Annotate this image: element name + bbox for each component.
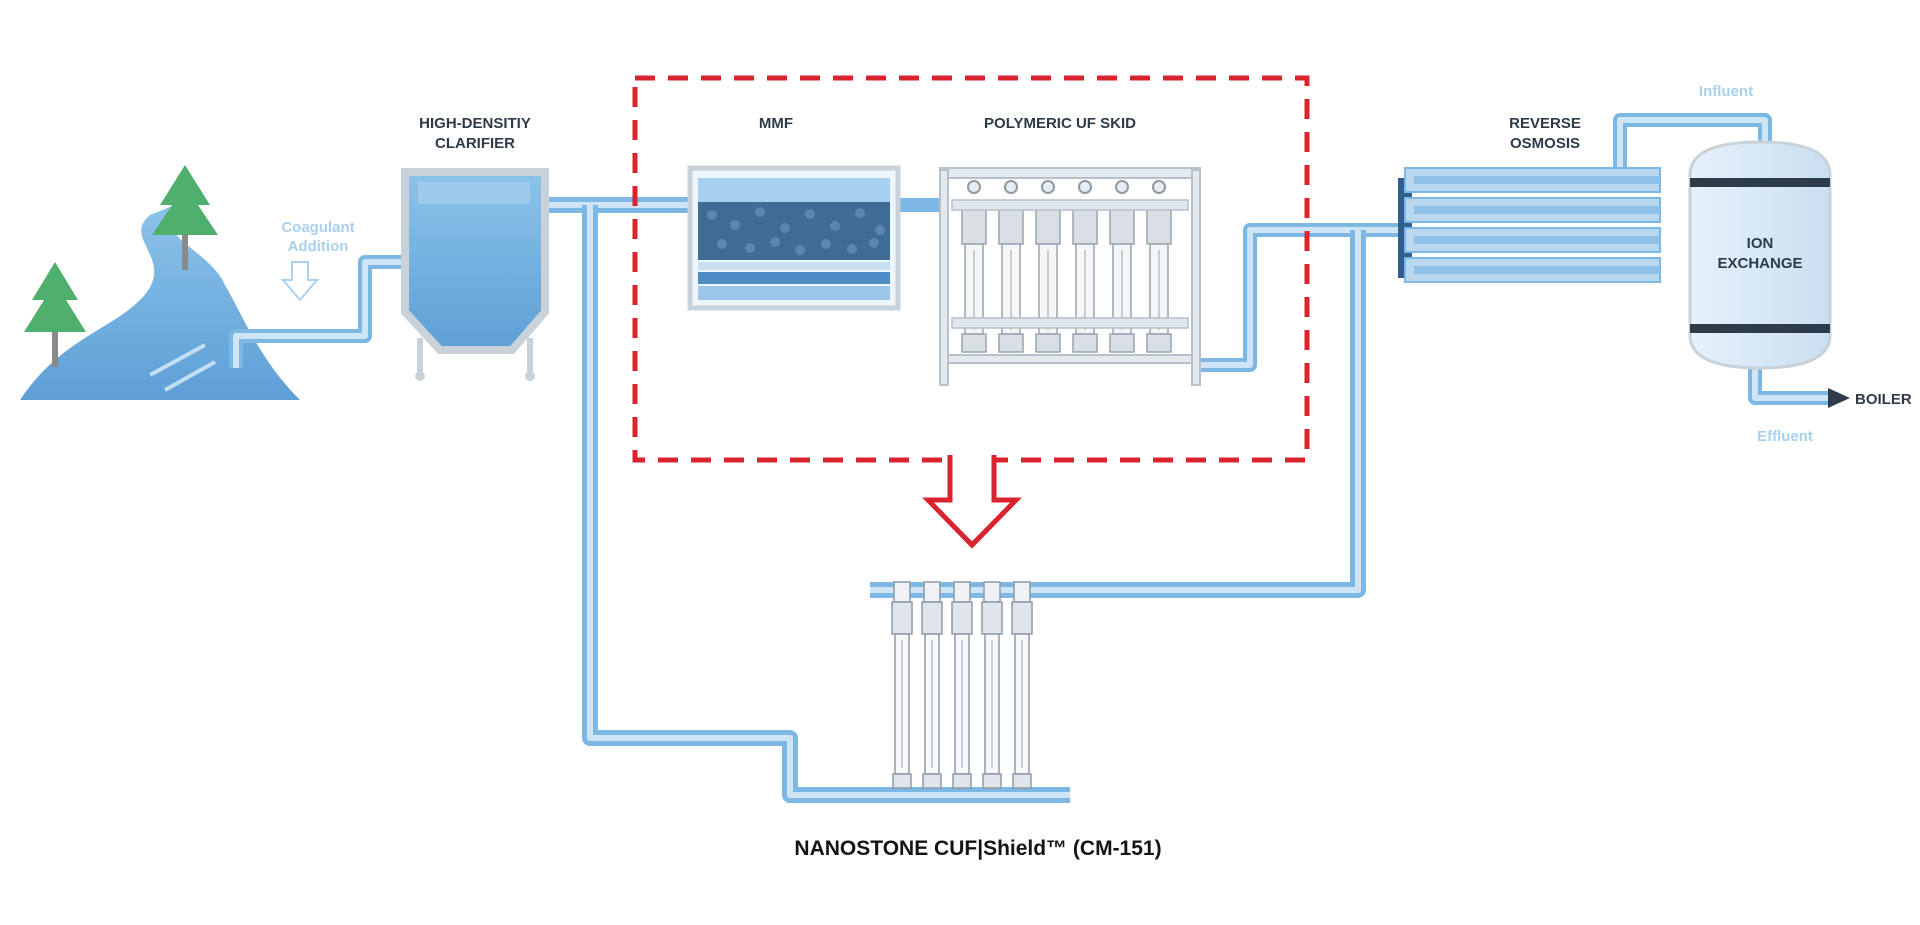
uf-module: [1109, 180, 1135, 353]
cuf-module: [981, 581, 1003, 789]
cuf-modules: [891, 581, 1033, 789]
ion-exchange-label-line2: EXCHANGE: [1717, 255, 1802, 272]
ro-membrane: [1404, 257, 1661, 283]
ro-membrane: [1404, 167, 1661, 193]
mmf-filter: MMF: [687, 115, 901, 311]
cuf-module: [1011, 581, 1033, 789]
ro-membrane: [1404, 227, 1661, 253]
cuf-module: [951, 581, 973, 789]
ion-exchange-vessel: Influent ION EXCHANGE BOILER Effluent: [1688, 83, 1912, 445]
uf-module: [1035, 180, 1061, 353]
cuf-module: [921, 581, 943, 789]
uf-module: [998, 180, 1024, 353]
coagulant-label-line1: Coagulant: [281, 219, 354, 236]
coagulant-label-line2: Addition: [288, 238, 349, 255]
influent-label: Influent: [1699, 83, 1753, 100]
ro-label-line1: REVERSE: [1509, 115, 1581, 132]
coagulant-addition: Coagulant Addition: [280, 219, 355, 302]
clarifier-label-line1: HIGH-DENSITIY: [419, 115, 531, 132]
effluent-label: Effluent: [1757, 428, 1813, 445]
uf-modules: [961, 180, 1172, 353]
mmf-label: MMF: [759, 115, 793, 132]
polymeric-uf-skid: POLYMERIC UF SKID: [939, 115, 1201, 386]
nanostone-caption: NANOSTONE CUF|Shield™ (CM-151): [794, 837, 1161, 860]
reverse-osmosis: REVERSE OSMOSIS: [1398, 115, 1661, 283]
arrow-down-icon: [280, 261, 320, 302]
nanostone-cuf-shield: [891, 581, 1033, 789]
ro-label-line2: OSMOSIS: [1510, 135, 1580, 152]
tree-icon: [24, 262, 86, 367]
clarifier-label-line2: CLARIFIER: [435, 135, 515, 152]
uf-module: [1146, 180, 1172, 353]
replacement-arrow-icon: [922, 455, 1022, 549]
ion-exchange-label-line1: ION: [1747, 235, 1774, 252]
boiler-label: BOILER: [1855, 391, 1912, 408]
ro-membrane: [1404, 197, 1661, 223]
cuf-module: [891, 581, 913, 789]
high-density-clarifier: HIGH-DENSITIY CLARIFIER: [401, 115, 549, 381]
arrow-right-icon: [1828, 388, 1850, 408]
uf-skid-label: POLYMERIC UF SKID: [984, 115, 1136, 132]
uf-module: [1072, 180, 1098, 353]
uf-module: [961, 180, 987, 353]
tree-icon: [152, 165, 218, 270]
